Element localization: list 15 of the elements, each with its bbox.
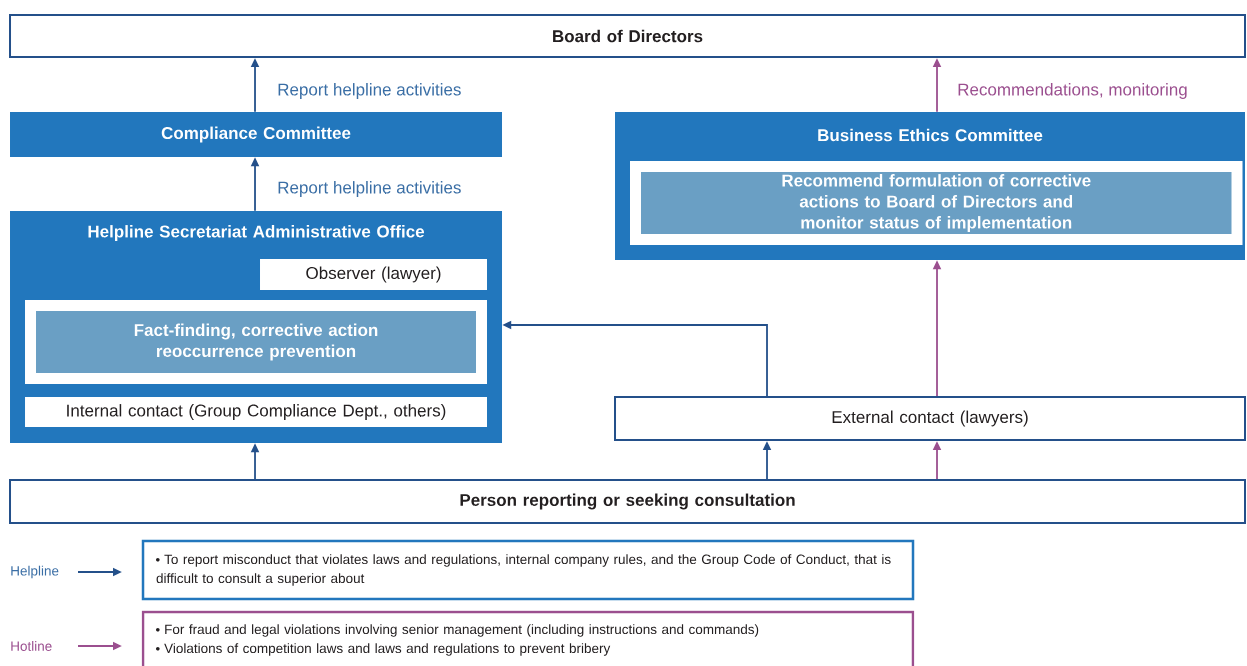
committee-box: Compliance Committee	[10, 112, 502, 157]
legend-label: Hotline	[11, 641, 52, 651]
legend-label: Helpline	[11, 565, 59, 579]
contact-box: Internal contact (Group Compliance Dept., others)	[25, 397, 487, 427]
task-box: Fact-finding, corrective action reoccurrence prevention	[25, 300, 487, 384]
person-box: Person reporting or seeking consultation	[9, 479, 1246, 524]
observer-box: Observer (lawyer)	[260, 259, 487, 290]
description-box: To report misconduct that violates laws and regulations, internal company rules, and the Group Code of Conduct, that is difficult to consult a superior about	[141, 539, 915, 601]
edge-label: Report helpline activities	[275, 81, 464, 101]
contact-box: External contact (lawyers)	[614, 396, 1246, 441]
description-box: For fraud and legal violations involving senior management (including instructions and commands) Violations of competition laws and laws and regulations to prevent bribery	[141, 610, 915, 666]
task-box: Recommend formulation of corrective actions to Board of Directors and monitor status of implementation	[630, 161, 1243, 245]
edge-label: Recommendations, monitoring	[955, 81, 1190, 101]
edge-label: Report helpline activities	[275, 179, 464, 199]
board-box: Board of Directors	[9, 14, 1246, 58]
